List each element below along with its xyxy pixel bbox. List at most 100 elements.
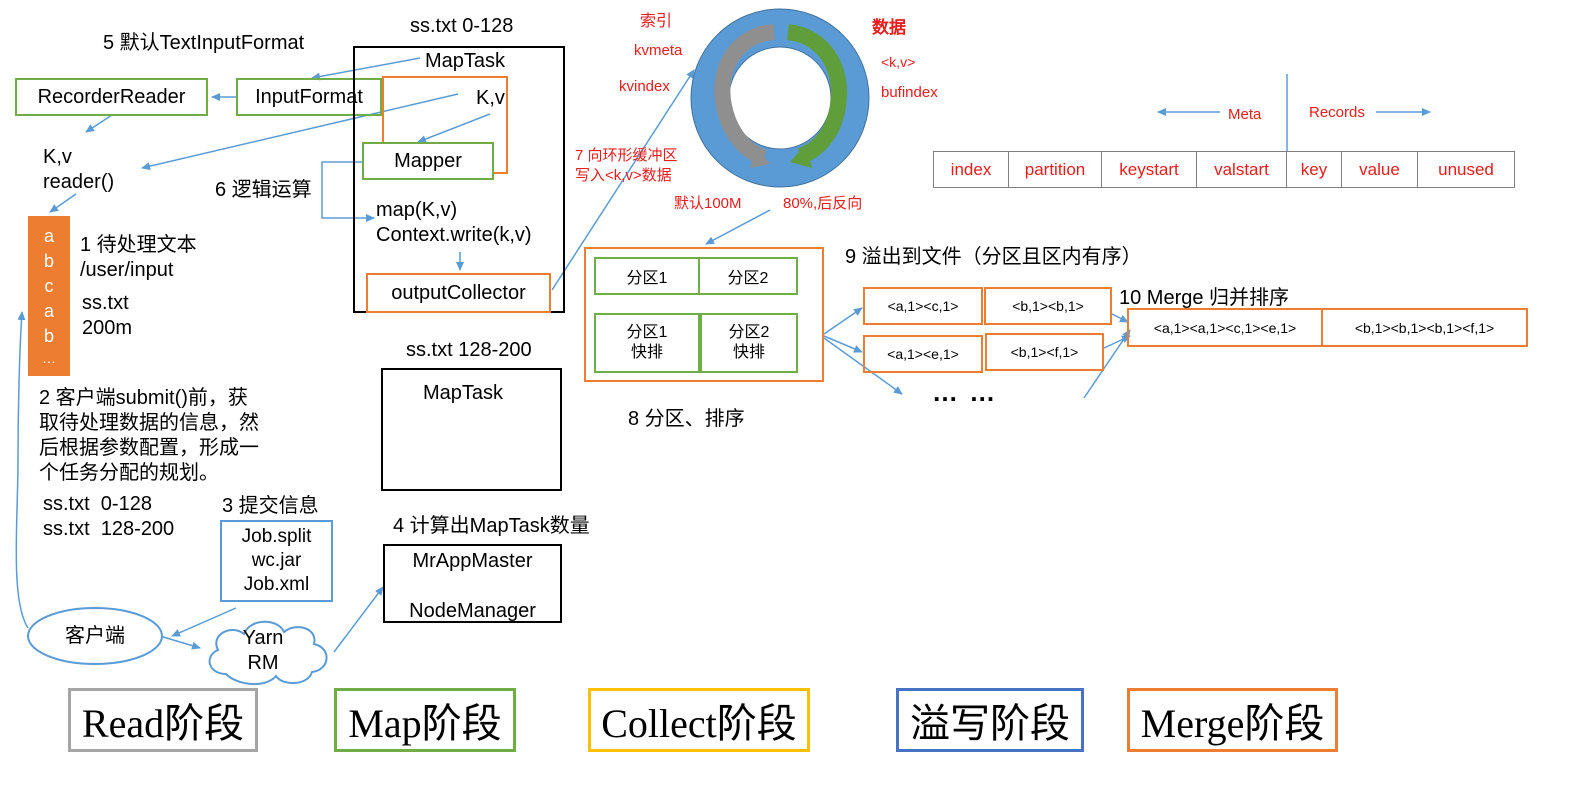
legend-collect: Collect阶段 [588,688,810,752]
maptask1-header: ss.txt 0-128 [410,15,514,37]
index-label: 索引 [640,13,673,30]
client-ellipse [27,607,163,665]
file-char: a [43,301,54,321]
file-char: b [43,251,54,271]
legend-read: Read阶段 [68,688,258,752]
node-manager-label: NodeManager [409,600,536,622]
legend-merge: Merge阶段 [1127,688,1338,752]
step2-line: 后根据参数配置，形成一 [39,437,259,459]
partition2-box: 分区2 [698,257,798,295]
step2-line: 个任务分配的规划。 [39,462,219,484]
partition1-box: 分区1 [594,257,700,295]
meta-label: Meta [1228,106,1262,123]
kv-pair-label: <k,v> [881,54,916,70]
quicksort-label: 快排 [732,344,765,361]
partition2-label: 分区2 [727,270,769,287]
kvmeta-label: kvmeta [634,42,683,59]
spill-file2-b: <b,1><f,1> [985,333,1104,371]
step3-label: 3 提交信息 [222,495,319,517]
mr-app-master-label: MrAppMaster [412,550,533,572]
reader-kv: K,v [43,146,72,168]
map-call: map(K,v) [376,199,458,221]
file-char: a [43,226,54,246]
reverse-label: 80%,后反向 [783,195,863,212]
spill-file2-a-label: <a,1><e,1> [887,346,959,362]
recorder-reader-label: RecorderReader [37,86,186,108]
step2-line: 取待处理数据的信息，然 [39,412,259,434]
submit-file: wc.jar [251,550,302,571]
legend-spill-label: 溢写阶段 [910,701,1070,746]
map-kv: K,v [476,87,505,109]
record-cell-unused: unused [1417,151,1515,188]
spill-file2-b-label: <b,1><f,1> [1010,344,1079,360]
partition-sort-box [584,247,824,382]
step5-label: 5 默认TextInputFormat [103,32,305,54]
spill-file1-a: <a,1><c,1> [863,287,983,325]
file-char: b [43,326,54,346]
legend-spill: 溢写阶段 [896,688,1084,752]
step4-label: 4 计算出MapTask数量 [393,515,590,537]
output-collector-box: outputCollector [366,273,551,313]
maptask2-box [381,368,562,491]
mapper-box: Mapper [362,142,494,180]
spill-ellipsis: … … [932,377,998,407]
split-info: ss.txt 128-200 [43,518,175,540]
input-file-bar: a b c a b … [28,216,70,376]
partition1-label: 分区1 [626,270,668,287]
record-cell-value: value [1341,151,1418,188]
input-format-label: InputFormat [255,86,363,108]
submit-file: Job.split [241,526,312,547]
spill-file1-a-label: <a,1><c,1> [887,298,959,314]
step8-label: 8 分区、排序 [628,408,745,430]
meta-cell-index: index [933,151,1009,188]
submit-file: Job.xml [243,574,310,595]
data-label: 数据 [872,18,906,37]
input-format-box: InputFormat [236,78,382,116]
file-char: c [44,276,54,296]
legend-merge-label: Merge阶段 [1140,701,1325,746]
merged-a-label: <a,1><a,1><c,1><e,1> [1153,319,1297,336]
default-size-label: 默认100M [674,195,742,212]
legend-map: Map阶段 [334,688,516,752]
quicksort-label: 快排 [630,344,663,361]
kvindex-label: kvindex [619,78,670,95]
step1-size: 200m [82,317,133,339]
step6-label: 6 逻辑运算 [215,179,312,201]
rm-label: RM [247,652,279,674]
ring-buffer [690,8,870,188]
client-label: 客户端 [65,625,125,647]
maptask1-title: MapTask [425,50,506,72]
meta-cell-valstart: valstart [1196,151,1287,188]
submit-files-box: Job.split wc.jar Job.xml [220,520,333,602]
file-char: … [42,350,56,366]
step2-line: 2 客户端submit()前，获 [39,387,248,409]
step9-label: 9 溢出到文件（分区且区内有序） [845,246,1142,268]
yarn-cloud [208,620,328,685]
meta-cell-keystart: keystart [1101,151,1197,188]
step1-title: 1 待处理文本 [80,234,197,256]
mapper-label: Mapper [394,150,462,172]
reader-call: reader() [43,171,115,193]
partition2-sort-label: 分区2 [728,324,770,341]
context-write: Context.write(k,v) [376,224,532,246]
step10-label: 10 Merge 归并排序 [1119,287,1290,309]
merged-b-box: <b,1><b,1><b,1><f,1> [1321,308,1528,347]
step1-path: /user/input [80,259,174,281]
legend-read-label: Read阶段 [81,701,245,746]
split-info: ss.txt 0-128 [43,493,152,515]
records-label: Records [1309,104,1365,121]
step7-line: 7 向环形缓冲区 [575,147,678,164]
output-collector-label: outputCollector [391,282,526,304]
recorder-reader-box: RecorderReader [15,78,208,116]
legend-map-label: Map阶段 [348,701,502,746]
maptask2-header: ss.txt 128-200 [406,339,532,361]
merged-b-label: <b,1><b,1><b,1><f,1> [1354,319,1495,336]
partition1-sort-label: 分区1 [626,324,668,341]
step1-file: ss.txt [82,292,129,314]
record-cell-key: key [1286,151,1342,188]
bufindex-label: bufindex [881,84,938,101]
partition2-sort-box: 分区2 快排 [700,313,798,373]
partition1-sort-box: 分区1 快排 [594,313,700,373]
step7-line: 写入<k,v>数据 [575,167,672,184]
spill-file1-b-label: <b,1><b,1> [1012,298,1084,314]
